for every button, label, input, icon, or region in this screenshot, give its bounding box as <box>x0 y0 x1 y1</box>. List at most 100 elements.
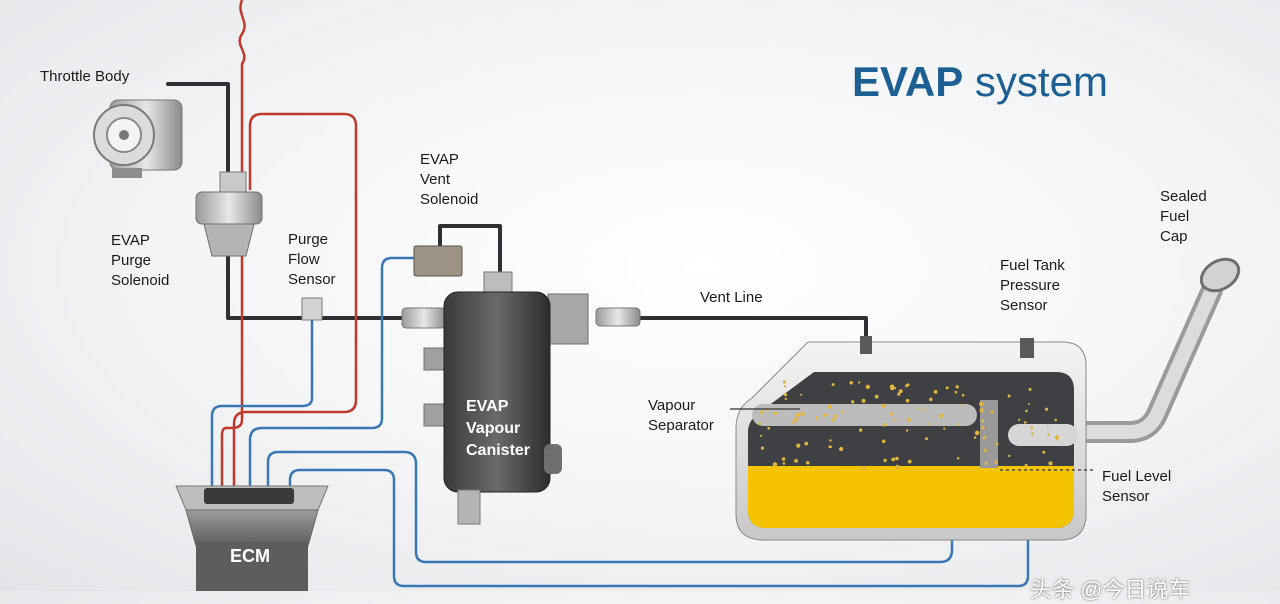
vapour-dot <box>782 462 786 465</box>
vapour-dot <box>1030 432 1034 436</box>
vapour-dot <box>984 461 988 465</box>
vapour-dot <box>895 456 899 461</box>
vapour-dot <box>1046 425 1049 428</box>
filler-pipe <box>1059 257 1241 443</box>
vapour-dot <box>1045 407 1049 411</box>
vapour-dot <box>922 408 926 411</box>
throttle-body <box>93 99 183 178</box>
fuel-level-sensor-label: Fuel Level Sensor <box>1102 468 1172 505</box>
purge-solenoid-label: EVAP Purge Solenoid <box>111 232 170 289</box>
vapour-dot <box>772 462 778 467</box>
vapour-dot <box>1007 394 1011 398</box>
vapour-dot <box>938 414 943 419</box>
ecm <box>175 485 329 591</box>
vapour-separator-label: Vapour Separator <box>648 397 714 434</box>
vapour-dot <box>760 410 764 415</box>
vapour-dot <box>1025 409 1028 413</box>
vapour-dot <box>995 442 999 446</box>
vapour-dot <box>905 429 909 432</box>
vapour-dot <box>981 425 985 430</box>
vapour-dot <box>929 397 933 402</box>
vapour-dot <box>889 384 895 390</box>
vapour-dot <box>905 398 910 403</box>
vapour-dot <box>891 457 896 462</box>
vapour-dot <box>906 417 911 422</box>
purge-flow-sensor-label: Purge Flow Sensor <box>288 231 336 288</box>
vapour-dot <box>831 418 835 422</box>
vapour-dot <box>800 411 805 417</box>
vapour-dot <box>839 446 844 452</box>
vapour-dot <box>917 407 920 410</box>
vapour-dot <box>874 394 879 399</box>
vapour-dot <box>783 393 788 397</box>
vapour-dot <box>794 417 799 423</box>
vapour-dot <box>804 441 809 446</box>
vapour-dot <box>1055 438 1059 441</box>
vapour-dot <box>829 439 832 442</box>
vapour-dot <box>1054 418 1057 422</box>
vapour-dot <box>815 416 819 420</box>
vapour-dot <box>865 384 870 389</box>
fuel-cap-label: Sealed Fuel Cap <box>1160 188 1207 245</box>
vapour-dot <box>773 411 778 415</box>
vapour-dot <box>1047 433 1050 437</box>
leader-lines <box>730 408 1096 471</box>
vapour-dot <box>933 390 938 394</box>
vapour-dot <box>1018 418 1021 421</box>
vapour-dot <box>960 404 963 407</box>
vapour-dot <box>861 465 867 471</box>
vapour-dot <box>767 426 771 430</box>
vapour-dot <box>982 435 986 440</box>
vapour-dot <box>882 422 887 427</box>
vapour-dot <box>942 413 945 416</box>
fuel-tank <box>735 336 1087 541</box>
vapour-dot <box>784 397 787 401</box>
vent-solenoid-label: EVAP Vent Solenoid <box>420 151 479 208</box>
vapour-dot <box>826 414 828 417</box>
vent-line-label: Vent Line <box>700 289 763 306</box>
vapour-dot <box>760 446 765 450</box>
vapour-dot <box>1048 461 1053 466</box>
vapour-dot <box>781 457 786 461</box>
canister-label: EVAP Vapour Canister <box>466 398 531 459</box>
vapour-dot <box>800 393 802 396</box>
watermark: 头条 @今日说车 <box>1030 577 1191 602</box>
vapour-dot <box>782 380 787 384</box>
vapour-dot <box>974 430 980 436</box>
vapour-dot <box>1024 463 1028 467</box>
vapour-dot <box>851 400 855 404</box>
vapour-dot <box>898 389 903 394</box>
vapour-dot <box>822 413 827 418</box>
vapour-dot <box>945 386 949 390</box>
vapour-dot <box>990 410 994 414</box>
vapour-dot <box>861 398 866 403</box>
vapour-dot <box>907 459 912 464</box>
vapour-dot <box>833 414 837 418</box>
vent-solenoid <box>413 245 463 277</box>
vapour-dot <box>1030 426 1034 429</box>
tank-pressure-sensor-label: Fuel Tank Pressure Sensor <box>1000 257 1065 314</box>
vapour-dot <box>795 413 800 418</box>
vapour-dot <box>893 418 897 421</box>
power-wire <box>220 0 358 490</box>
vapour-dot <box>760 434 763 437</box>
vapour-dot <box>1008 454 1011 458</box>
vapour-dot <box>979 401 984 407</box>
vapour-dot <box>859 428 863 432</box>
vapour-dot <box>796 443 801 448</box>
vapour-dot <box>828 445 832 448</box>
vapour-dot <box>973 436 977 439</box>
vapour-dot <box>905 384 908 388</box>
fuel-vapour-dots <box>758 380 1060 471</box>
vapour-dot <box>1054 435 1060 440</box>
vapour-dot <box>943 427 946 430</box>
page-title: EVAP system <box>852 58 1108 105</box>
purge-flow-sensor <box>301 297 323 321</box>
vapour-dot <box>1042 450 1046 454</box>
vapour-dot <box>895 464 900 470</box>
vapour-dot <box>831 383 835 387</box>
vapour-dot <box>954 390 958 394</box>
vapour-dot <box>1027 402 1030 405</box>
vapour-dot <box>881 403 886 408</box>
vapour-dot <box>897 392 901 396</box>
